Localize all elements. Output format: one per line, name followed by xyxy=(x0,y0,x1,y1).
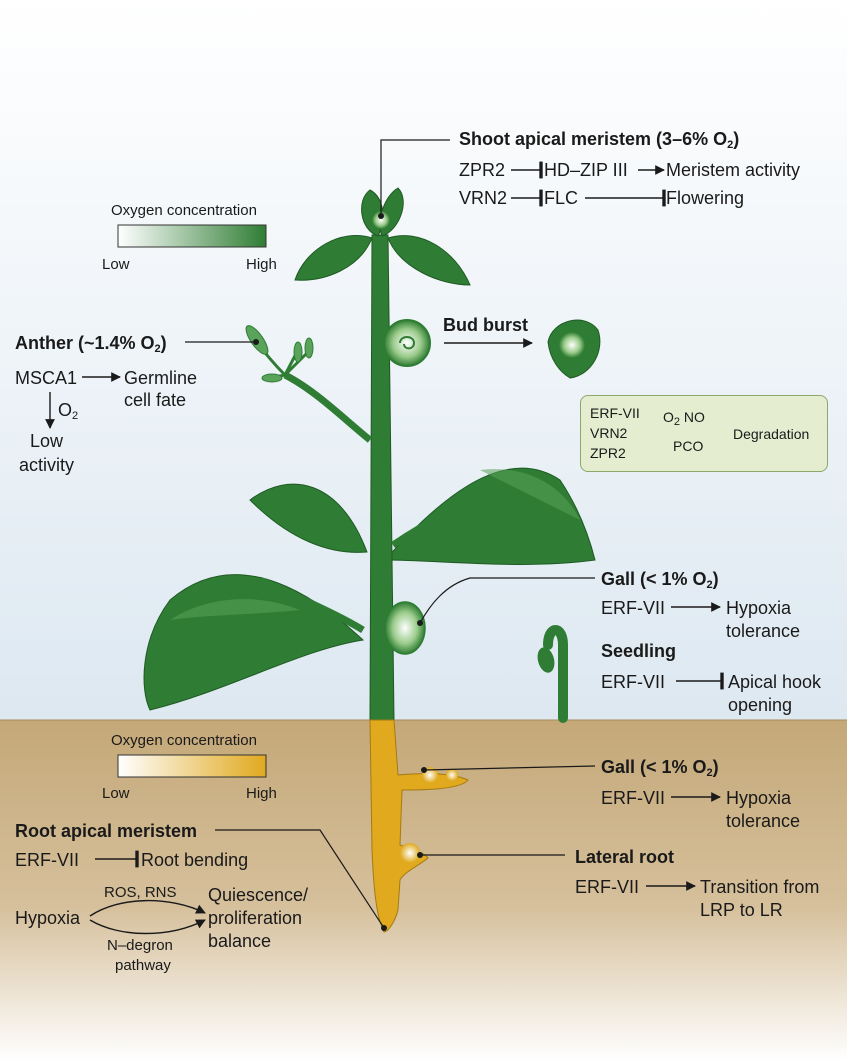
box-o2-no: O2 NO xyxy=(663,410,705,424)
sam-title: Shoot apical meristem (3–6% O2) xyxy=(459,130,739,148)
anther-low: Low xyxy=(30,432,63,450)
lateral-root-transition: Transition from xyxy=(700,878,819,896)
sam-hdzip: HD–ZIP III xyxy=(544,161,628,179)
gall-shoot-title: Gall (< 1% O2) xyxy=(601,570,719,588)
box-degradation: Degradation xyxy=(733,427,809,441)
ram-proliferation: proliferation xyxy=(208,909,302,927)
legend-low-top: Low xyxy=(102,257,130,272)
legend-high-top: High xyxy=(246,257,277,272)
legend-high-soil: High xyxy=(246,786,277,801)
sam-zpr2: ZPR2 xyxy=(459,161,505,179)
sam-flowering: Flowering xyxy=(666,189,744,207)
gall-root-erfvii: ERF-VII xyxy=(601,789,665,807)
lateral-root-title: Lateral root xyxy=(575,848,674,866)
bud-burst-title: Bud burst xyxy=(443,316,528,334)
anther-title: Anther (~1.4% O2) xyxy=(15,334,167,352)
ram-pathway: pathway xyxy=(115,958,171,973)
gall-shoot-hypoxia: Hypoxia xyxy=(726,599,791,617)
anther-msca1: MSCA1 xyxy=(15,369,77,387)
shoot-gall xyxy=(385,602,425,654)
anther-o2: O2 xyxy=(58,401,78,419)
sam-flc: FLC xyxy=(544,189,578,207)
legend-title-soil: Oxygen concentration xyxy=(111,733,257,748)
lateral-root-lrp: LRP to LR xyxy=(700,901,783,919)
gall-root-hypoxia: Hypoxia xyxy=(726,789,791,807)
seedling-title: Seedling xyxy=(601,642,676,660)
ram-erfvii: ERF-VII xyxy=(15,851,79,869)
anther-activity: activity xyxy=(19,456,74,474)
sam-vrn2: VRN2 xyxy=(459,189,507,207)
ram-title: Root apical meristem xyxy=(15,822,197,840)
ram-hypoxia: Hypoxia xyxy=(15,909,80,927)
seedling-erfvii: ERF-VII xyxy=(601,673,665,691)
lateral-root-erfvii: ERF-VII xyxy=(575,878,639,896)
anther-cellfate: cell fate xyxy=(124,391,186,409)
gall-root-tolerance: tolerance xyxy=(726,812,800,830)
seedling-apical: Apical hook xyxy=(728,673,821,691)
legend-low-soil: Low xyxy=(102,786,130,801)
gall-shoot-tolerance: tolerance xyxy=(726,622,800,640)
oxygen-scale-yellow xyxy=(118,755,266,777)
box-pco: PCO xyxy=(673,439,703,453)
ram-root-bending: Root bending xyxy=(141,851,248,869)
box-zpr2: ZPR2 xyxy=(590,446,626,460)
oxygen-scale-green xyxy=(118,225,266,247)
bud xyxy=(384,320,430,366)
anther-germline: Germline xyxy=(124,369,197,387)
ram-quiescence: Quiescence/ xyxy=(208,886,308,904)
seedling-opening: opening xyxy=(728,696,792,714)
ram-ros-rns: ROS, RNS xyxy=(104,885,177,900)
box-erfvii: ERF-VII xyxy=(590,406,640,420)
box-vrn2: VRN2 xyxy=(590,426,627,440)
sam-meristem: Meristem activity xyxy=(666,161,800,179)
ram-balance: balance xyxy=(208,932,271,950)
gall-root-title: Gall (< 1% O2) xyxy=(601,758,719,776)
gall-shoot-erfvii: ERF-VII xyxy=(601,599,665,617)
ram-ndegron: N–degron xyxy=(107,938,173,953)
legend-title-top: Oxygen concentration xyxy=(111,203,257,218)
